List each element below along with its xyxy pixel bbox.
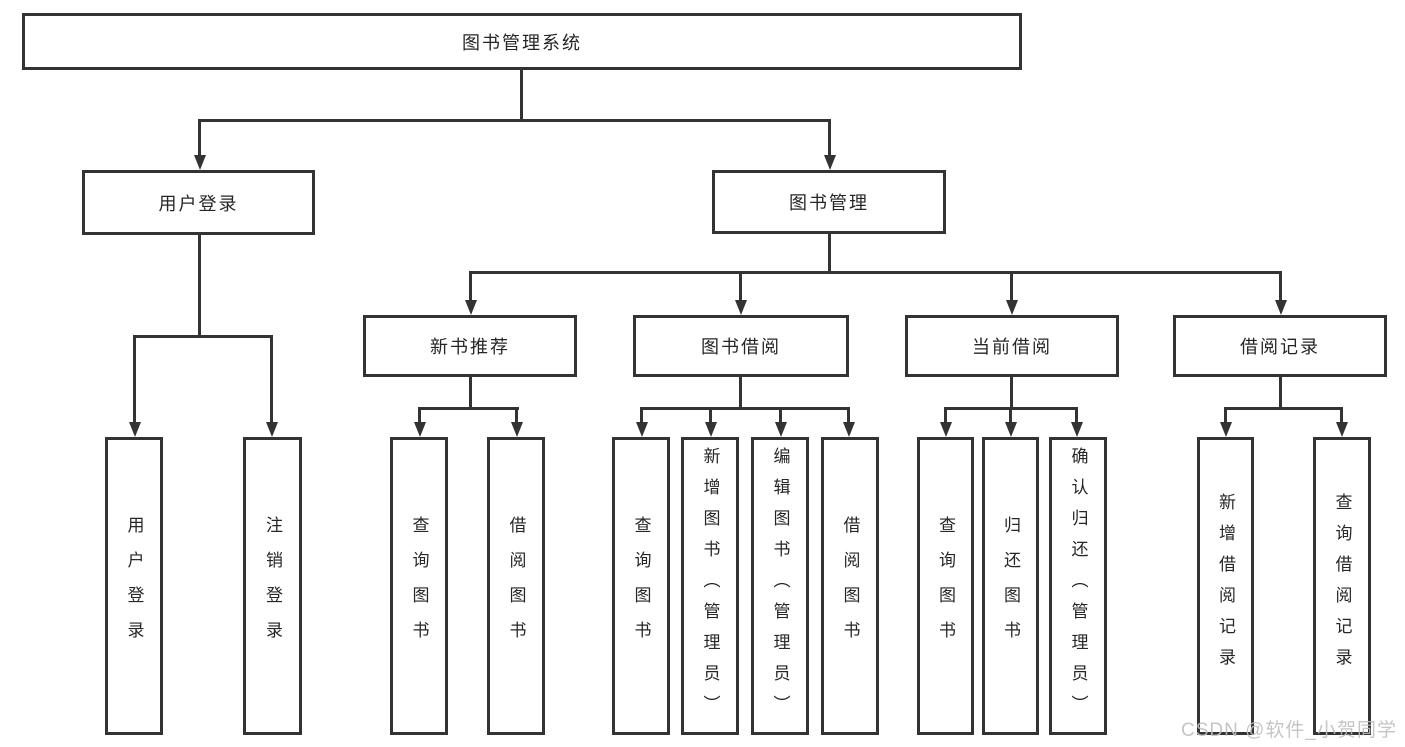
connector-line [828, 233, 831, 274]
connector-line [520, 69, 523, 121]
node-book-borrow-label: 图书借阅 [701, 337, 781, 357]
node-root: 图书管理系统 [22, 13, 1022, 70]
connector-line [1010, 271, 1013, 302]
arrow-down-icon [465, 300, 477, 315]
connector-line [739, 377, 742, 410]
node-user-login-label: 用户登录 [158, 193, 239, 214]
node-new-book-recommend-label: 新书推荐 [430, 337, 510, 357]
arrow-down-icon [1336, 422, 1348, 437]
connector-line [1224, 407, 1227, 424]
node-user-login: 用户登录 [82, 170, 315, 235]
leaf-nb-query-book: 查询图书 [390, 437, 448, 735]
node-current-borrow: 当前借阅 [905, 315, 1119, 377]
node-book-management: 图书管理 [712, 170, 946, 234]
connector-line [779, 407, 782, 424]
connector-line [944, 407, 947, 424]
leaf-cb-confirm-return-admin-label: 确认归还（管理员） [1068, 446, 1088, 726]
connector-line [469, 271, 1282, 274]
leaf-bb-add-book-admin-label: 新增图书（管理员） [700, 446, 720, 726]
arrow-down-icon [194, 155, 206, 170]
arrow-down-icon [1220, 422, 1232, 437]
leaf-bb-query-book: 查询图书 [612, 437, 670, 735]
arrow-down-icon [636, 422, 648, 437]
arrow-down-icon [705, 422, 717, 437]
arrow-down-icon [266, 422, 278, 437]
node-book-borrow: 图书借阅 [633, 315, 849, 377]
connector-line [1075, 407, 1078, 424]
arrow-down-icon [1071, 422, 1083, 437]
connector-line [133, 335, 273, 338]
leaf-user-login: 用户登录 [105, 437, 163, 735]
arrow-down-icon [511, 422, 523, 437]
leaf-logout: 注销登录 [243, 437, 302, 735]
arrow-down-icon [775, 422, 787, 437]
arrow-down-icon [129, 422, 141, 437]
leaf-nb-borrow-book-label: 借阅图书 [506, 516, 526, 656]
connector-line [1224, 407, 1342, 410]
connector-line [198, 235, 201, 338]
connector-line [1340, 407, 1343, 424]
leaf-user-login-label: 用户登录 [124, 516, 144, 656]
leaf-nb-borrow-book: 借阅图书 [487, 437, 545, 735]
leaf-br-add-record-label: 新增借阅记录 [1216, 493, 1235, 679]
connector-line [198, 119, 831, 122]
leaf-bb-borrow-book-label: 借阅图书 [840, 516, 860, 656]
connector-line [1279, 271, 1282, 302]
leaf-bb-query-book-label: 查询图书 [631, 516, 651, 656]
leaf-br-add-record: 新增借阅记录 [1197, 437, 1254, 735]
connector-line [418, 407, 421, 424]
leaf-nb-query-book-label: 查询图书 [409, 516, 429, 656]
leaf-cb-return-book-label: 归还图书 [1001, 516, 1020, 656]
connector-line [133, 335, 136, 423]
connector-line [640, 407, 643, 424]
connector-line [1009, 407, 1012, 424]
connector-line [1279, 377, 1282, 410]
connector-line [469, 271, 472, 302]
connector-line [1010, 377, 1013, 410]
leaf-br-query-record: 查询借阅记录 [1313, 437, 1371, 735]
arrow-down-icon [1005, 422, 1017, 437]
leaf-cb-query-book: 查询图书 [917, 437, 974, 735]
arrow-down-icon [414, 422, 426, 437]
connector-line [270, 335, 273, 423]
leaf-br-query-record-label: 查询借阅记录 [1332, 493, 1352, 679]
arrow-down-icon [1275, 300, 1287, 315]
arrow-down-icon [843, 422, 855, 437]
arrow-down-icon [940, 422, 952, 437]
leaf-bb-edit-book-admin-label: 编辑图书（管理员） [770, 446, 790, 726]
leaf-bb-edit-book-admin: 编辑图书（管理员） [751, 437, 809, 735]
node-borrow-record: 借阅记录 [1173, 315, 1387, 377]
leaf-logout-label: 注销登录 [263, 516, 282, 656]
connector-line [198, 119, 201, 157]
node-book-management-label: 图书管理 [789, 193, 869, 213]
csdn-watermark: CSDN @软件_小贺同学 [1181, 720, 1397, 741]
connector-line [469, 377, 472, 410]
connector-line [640, 407, 850, 410]
connector-line [418, 407, 519, 410]
arrow-down-icon [1006, 300, 1018, 315]
connector-line [515, 407, 518, 424]
leaf-cb-return-book: 归还图书 [982, 437, 1039, 735]
connector-line [709, 407, 712, 424]
leaf-bb-add-book-admin: 新增图书（管理员） [681, 437, 739, 735]
node-root-label: 图书管理系统 [462, 32, 582, 53]
node-new-book-recommend: 新书推荐 [363, 315, 577, 377]
arrow-down-icon [735, 300, 747, 315]
leaf-cb-query-book-label: 查询图书 [936, 516, 955, 656]
connector-line [828, 119, 831, 157]
arrow-down-icon [824, 155, 836, 170]
leaf-bb-borrow-book: 借阅图书 [821, 437, 879, 735]
node-current-borrow-label: 当前借阅 [972, 337, 1052, 357]
leaf-cb-confirm-return-admin: 确认归还（管理员） [1049, 437, 1107, 735]
node-borrow-record-label: 借阅记录 [1240, 337, 1320, 357]
connector-line [739, 271, 742, 302]
connector-line [847, 407, 850, 424]
